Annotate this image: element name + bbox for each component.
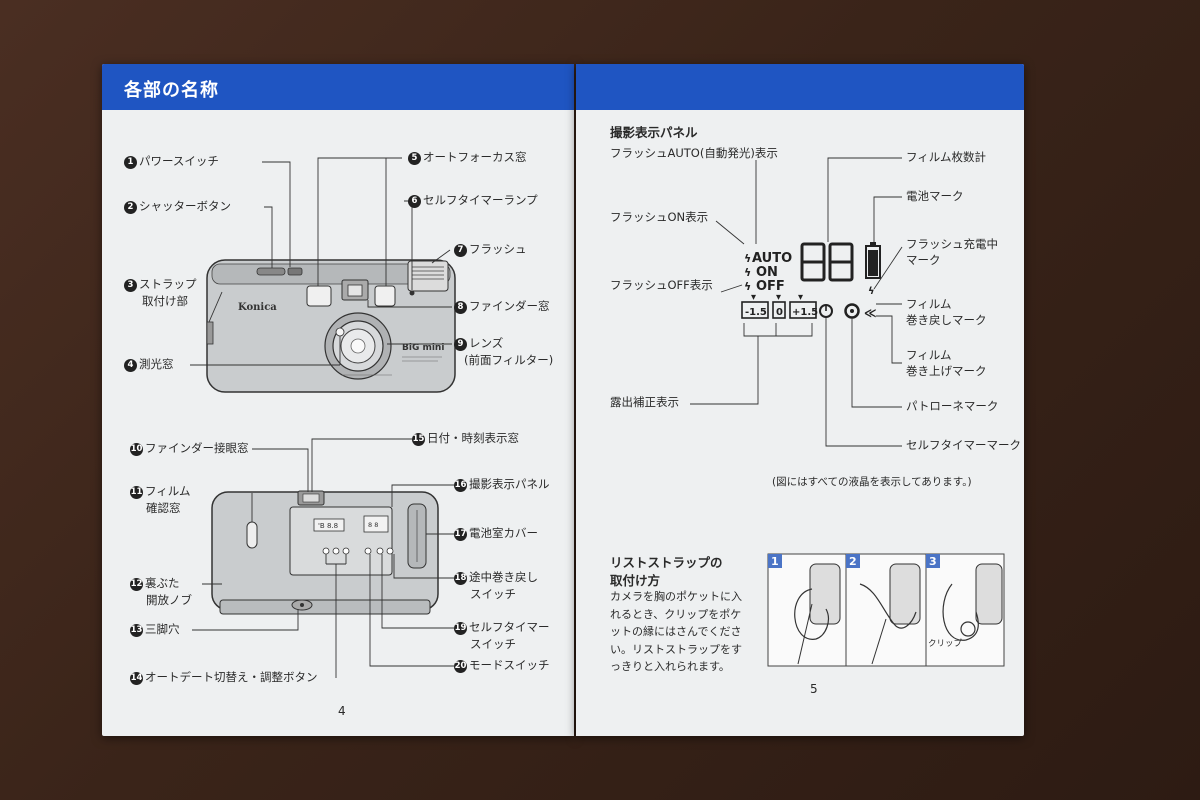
svg-text:ϟ: ϟ [744, 252, 751, 265]
label-flash-on: フラッシュON表示 [610, 210, 709, 224]
svg-text:ϟ: ϟ [744, 266, 751, 279]
label-advance-2: 巻き上げマーク [906, 364, 987, 378]
left-page: 各部の名称 Konica BiG mini [102, 64, 574, 736]
label-battery: 電池マーク [906, 189, 964, 203]
strap-paragraph: カメラを胸のポケットに入 れるとき、クリップをポケ ットの縁にはさんでくださ い… [610, 590, 742, 673]
label-charge-2: マーク [906, 253, 941, 267]
label-exposure: 露出補正表示 [610, 395, 679, 409]
label-rewind-2: 巻き戻しマーク [906, 313, 987, 327]
lcd-zero: 0 [776, 307, 783, 318]
lcd-off: OFF [756, 279, 785, 294]
lcd-plus: +1.5 [792, 307, 818, 318]
title-banner-right [576, 64, 1024, 110]
clip-label: クリップ [928, 639, 963, 649]
camera-front-illustration: Konica BiG mini [206, 259, 456, 393]
page-title: 各部の名称 [124, 80, 219, 101]
label-selftimer: セルフタイマーマーク [906, 438, 1021, 452]
label-flash-off: フラッシュOFF表示 [610, 278, 713, 292]
lcd-minus: -1.5 [745, 307, 767, 318]
label-charge: フラッシュ充電中 [906, 237, 998, 251]
svg-text:2: 2 [849, 555, 857, 568]
camera-illustrations: Konica BiG mini 'B 8.8 8 8 [190, 157, 456, 678]
label-rewind: フィルム [906, 297, 952, 311]
strap-heading: リストストラップの [610, 555, 723, 570]
lcd-panel-diagram: ϟ AUTO ϟ ON ϟ OFF ϟ ▾ ▾ ▾ -1.5 0 +1.5 [690, 157, 1005, 667]
svg-text:▾: ▾ [798, 292, 803, 303]
label-film-window-2: 確認窓 [146, 501, 181, 515]
lcd-frame-counter [800, 242, 854, 282]
lcd-auto: AUTO [752, 251, 792, 266]
label-strap-mount-2: 取付け部 [142, 294, 188, 308]
label-flash-auto: フラッシュAUTO(自動発光)表示 [610, 146, 778, 160]
svg-text:3: 3 [929, 555, 937, 568]
label-back-cover-knob-2: 開放ノブ [146, 593, 192, 607]
svg-text:ϟ: ϟ [868, 286, 875, 297]
label-rewind-switch-2: スイッチ [470, 587, 516, 601]
strap-heading-2: 取付け方 [610, 573, 661, 588]
title-banner: 各部の名称 [102, 64, 574, 110]
callout-lines [190, 157, 454, 678]
page-number-left: 4 [338, 704, 346, 718]
label-advance: フィルム [906, 348, 952, 362]
label-self-timer-switch-2: スイッチ [470, 637, 516, 651]
lcd-on: ON [756, 265, 778, 280]
brand-logo: Konica [238, 302, 277, 313]
svg-text:8 8: 8 8 [368, 521, 378, 529]
label-patrone: パトローネマーク [906, 399, 999, 413]
book-spine [570, 64, 580, 736]
svg-text:'B 8.8: 'B 8.8 [318, 522, 338, 530]
strap-steps-diagram: 1 2 3 [767, 553, 1005, 667]
svg-text:1: 1 [771, 555, 779, 568]
svg-text:▾: ▾ [776, 292, 781, 303]
panel-section-title: 撮影表示パネル [610, 125, 698, 140]
svg-text:ϟ: ϟ [744, 280, 751, 293]
label-frame-count: フィルム枚数計 [906, 150, 987, 164]
model-logo: BiG mini [402, 343, 444, 353]
svg-text:≪: ≪ [864, 306, 877, 320]
right-page: 撮影表示パネル ϟ AUTO ϟ ON ϟ OFF ϟ ▾ ▾ ▾ -1.5 [576, 64, 1024, 736]
lcd-note: (図にはすべての液晶を表示してあります。) [772, 476, 972, 488]
svg-text:▾: ▾ [751, 292, 756, 303]
page-number-right: 5 [810, 682, 818, 696]
label-lens-filter: (前面フィルター) [464, 353, 554, 367]
camera-back-illustration: 'B 8.8 8 8 [211, 490, 439, 615]
